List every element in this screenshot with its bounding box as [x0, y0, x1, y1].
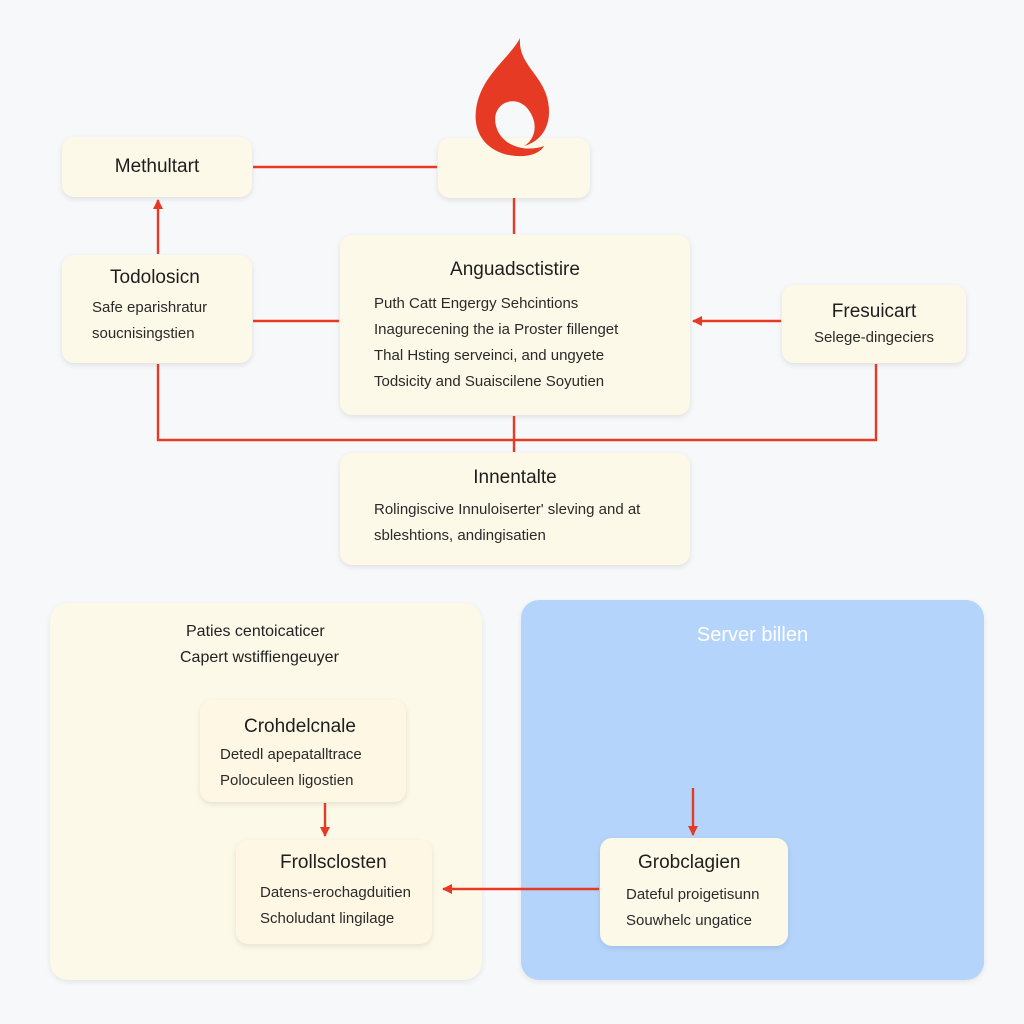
- node-anguadsctistire-title: Anguadsctistire: [450, 259, 580, 280]
- node-frollsclosten-line-1: Datens-erochagduitien: [260, 884, 411, 901]
- node-frollsclosten-title: Frollsclosten: [280, 852, 387, 873]
- node-fresuicart-title: Fresuicart: [831, 301, 917, 322]
- node-frollsclosten[interactable]: Frollsclosten Datens-erochagduitien Scho…: [236, 840, 432, 944]
- node-anguadsctistire-line-1: Puth Catt Engergy Sehcintions: [374, 295, 579, 312]
- node-todolosicn-line-1: Safe eparishratur: [92, 299, 208, 316]
- node-innentalte-title: Innentalte: [473, 467, 557, 488]
- node-fresuicart-line-1: Selege-dingeciers: [813, 329, 935, 346]
- left-panel-subtitle: Capert wstiffiengeuyer: [180, 649, 339, 666]
- node-anguadsctistire[interactable]: Anguadsctistire Puth Catt Engergy Sehcin…: [340, 235, 690, 415]
- node-todolosicn-title: Todolosicn: [110, 267, 200, 288]
- node-frollsclosten-line-2: Scholudant lingilage: [260, 910, 395, 927]
- node-fresuicart[interactable]: Fresuicart Selege-dingeciers: [782, 285, 966, 363]
- node-crohdelcnale-line-1: Detedl apepatalltrace: [220, 746, 362, 763]
- flame-icon: [475, 38, 550, 157]
- node-innentalte[interactable]: Innentalte Rolingiscive Innuloiserter' s…: [340, 453, 690, 565]
- node-anguadsctistire-line-4: Todsicity and Suaiscilene Soyutien: [374, 373, 605, 390]
- node-todolosicn[interactable]: Todolosicn Safe eparishratur soucnisings…: [62, 255, 252, 363]
- left-panel-title: Paties centoicaticer: [186, 623, 325, 640]
- node-innentalte-line-1: Rolingiscive Innuloiserter' sleving and …: [374, 501, 641, 518]
- right-panel-title: Server billen: [696, 624, 809, 646]
- node-methultart-title: Methultart: [114, 156, 200, 177]
- node-grobclagien[interactable]: Grobclagien Dateful proigetisunn Souwhel…: [600, 838, 788, 946]
- node-crohdelcnale-title: Crohdelcnale: [244, 716, 356, 737]
- node-crohdelcnale-line-2: Poloculeen ligostien: [220, 772, 354, 789]
- node-todolosicn-line-2: soucnisingstien: [92, 325, 195, 342]
- node-grobclagien-title: Grobclagien: [638, 852, 741, 873]
- node-methultart[interactable]: Methultart: [62, 137, 252, 197]
- node-crohdelcnale[interactable]: Crohdelcnale Detedl apepatalltrace Poloc…: [200, 700, 406, 802]
- node-anguadsctistire-line-2: Inagurecening the ia Proster fillenget: [374, 321, 619, 338]
- node-anguadsctistire-line-3: Thal Hsting serveinci, and ungyete: [374, 347, 605, 364]
- node-innentalte-line-2: sbleshtions, andingisatien: [374, 527, 546, 544]
- node-grobclagien-line-2: Souwhelc ungatice: [626, 912, 752, 929]
- node-grobclagien-line-1: Dateful proigetisunn: [626, 886, 760, 903]
